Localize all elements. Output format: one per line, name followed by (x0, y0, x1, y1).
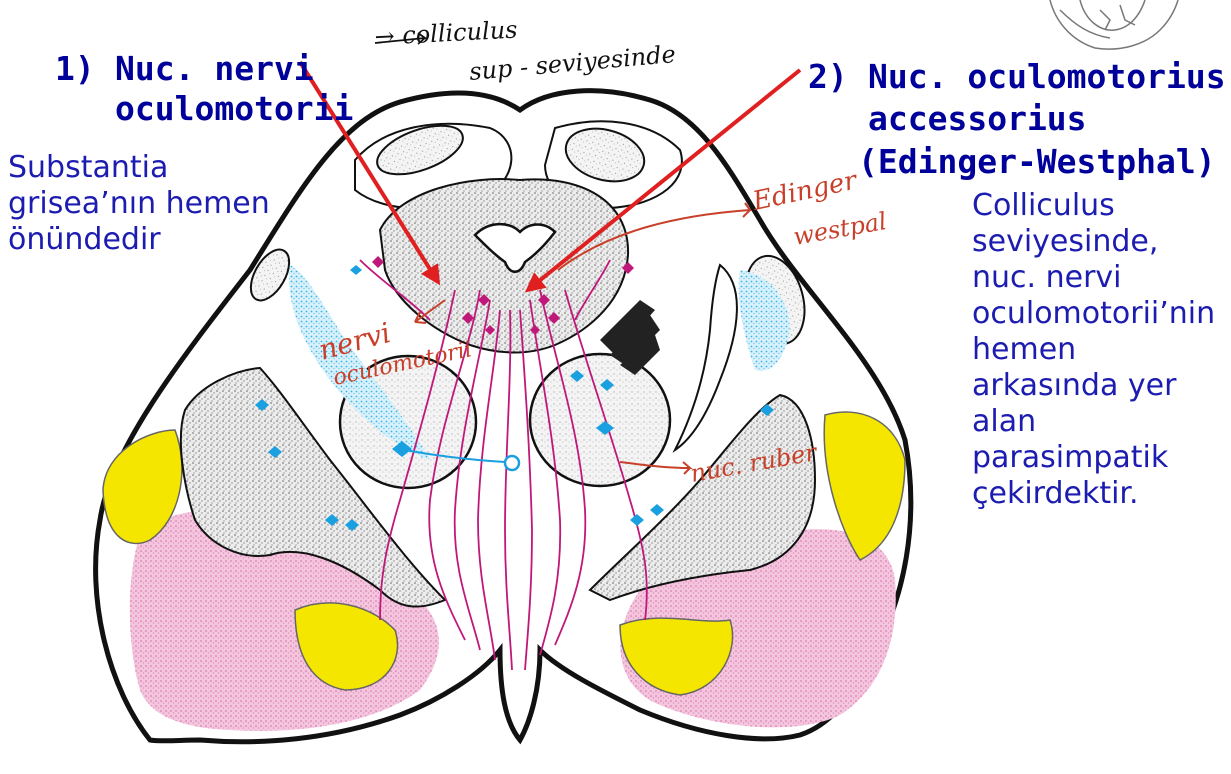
right-note-line-7: alan (972, 404, 1037, 439)
oculomotor-nuclei-markers (372, 256, 634, 335)
right-note-line-5: hemen (972, 332, 1077, 367)
lemniscus-right (738, 270, 790, 371)
oculomotor-nerve-fibres (359, 259, 648, 671)
tectum-nucleus-left (376, 124, 464, 176)
left-note-line-1: Substantia (8, 150, 169, 185)
label-1-number: 1) (55, 49, 95, 88)
arrow-2 (524, 68, 802, 293)
yellow-region-lower-left (294, 602, 399, 691)
left-note-line-2: grisea’nın hemen (8, 186, 270, 221)
hw-ew-2: westpal (791, 207, 888, 251)
label-2-line-3: (Edinger-Westphal) (858, 142, 1216, 181)
cerebral-aqueduct (473, 222, 557, 273)
substantia-grisea-centralis (378, 178, 630, 354)
yellow-region-lower-right (619, 617, 734, 696)
right-note-line-3: nuc. nervi (972, 260, 1122, 295)
label-1-line-1: Nuc. nervi (115, 49, 314, 88)
brain-thumbnail (1049, 0, 1179, 50)
right-note-line-9: çekirdektir. (972, 476, 1139, 511)
hw-top-1: → colliculus (374, 16, 518, 51)
yellow-region-upper-left (102, 429, 183, 545)
right-note-line-2: seviyesinde, (972, 224, 1159, 259)
lateral-nucleus-left (249, 248, 291, 302)
medial-lemniscus-right (672, 263, 738, 453)
lemniscus-left (289, 265, 430, 460)
cyan-pointer-end (503, 454, 521, 472)
right-note-line-4: oculomotorii’nin (972, 296, 1216, 331)
right-note-line-6: arkasında yer (972, 368, 1177, 403)
hw-ew-1: Edinger (749, 165, 861, 217)
right-note-line-1: Colliculus (972, 188, 1115, 223)
sensory-nuclei-markers (255, 265, 774, 531)
label-2-line-2: accessorius (868, 99, 1087, 138)
label-2-line-1: Nuc. oculomotorius (868, 57, 1226, 96)
label-2-number: 2) (808, 57, 848, 96)
label-1-line-2: oculomotorii (115, 89, 354, 128)
top-note-arrow (374, 32, 428, 45)
left-note-line-3: önündedir (8, 222, 161, 257)
tectum-nucleus-right (564, 127, 646, 183)
arrow-1 (298, 60, 441, 286)
nervi-pointer (414, 299, 446, 324)
ruber-pointer (619, 461, 693, 475)
substantia-nigra-left (179, 366, 447, 608)
nucleus-ruber-right (528, 352, 672, 488)
right-note-line-8: parasimpatik (972, 440, 1169, 475)
ew-pointer (557, 202, 752, 271)
yellow-region-upper-right (823, 411, 906, 561)
hw-top-2: sup - seviyesinde (468, 40, 677, 86)
cyan-pointer (399, 448, 506, 463)
substantia-nigra-right (588, 393, 817, 602)
decussation-hatch (600, 300, 660, 375)
